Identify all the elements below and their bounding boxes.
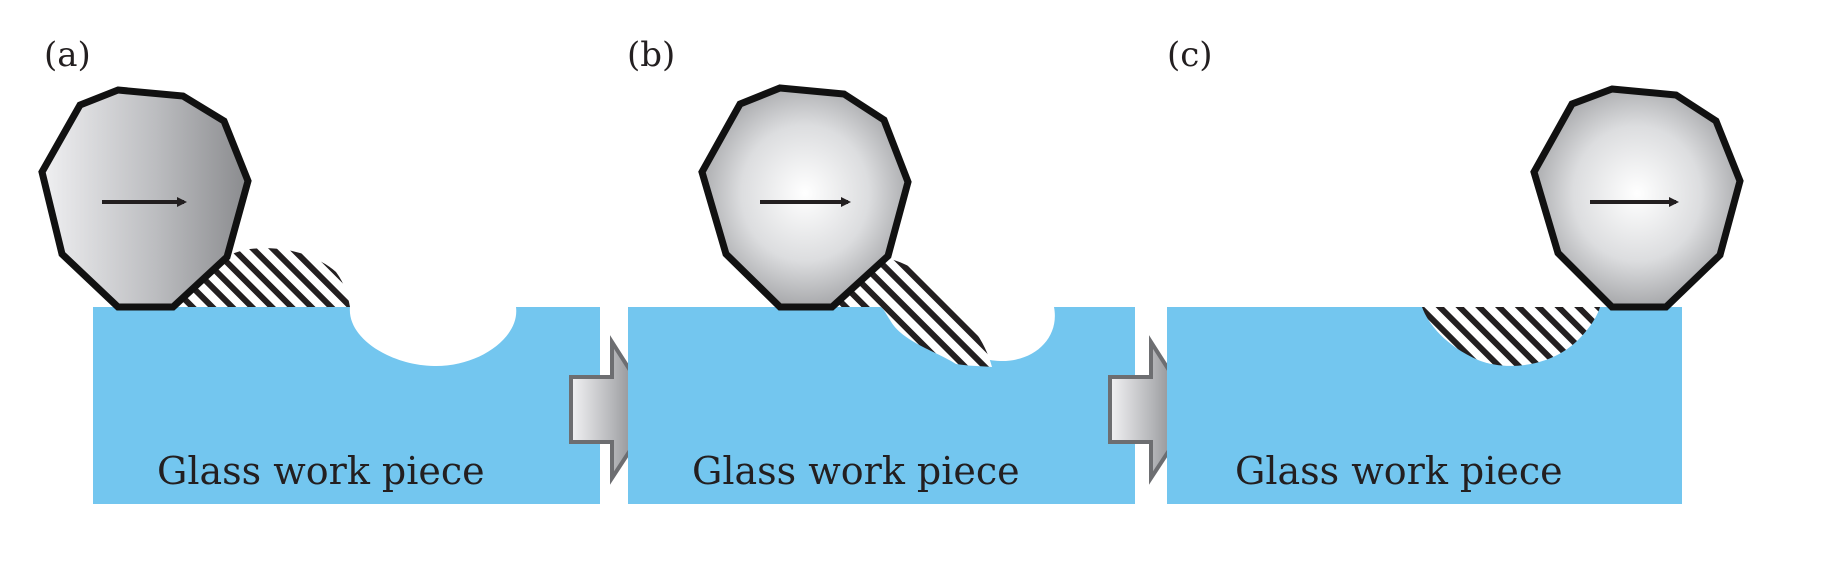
panel-c-label: (c) [1167,35,1213,75]
panel-a: (a) Glass work piece [38,35,600,504]
panel-c: (c) Glass work piece [1167,35,1744,504]
hatched-chip-icon [1422,307,1600,366]
polygon-grinding-tool-icon [698,84,912,311]
panel-b: (b) Glass work piece [627,35,1135,504]
glass-work-piece [93,307,600,504]
polygon-grinding-tool-icon [1530,85,1744,311]
glass-work-piece [1167,307,1682,504]
polygon-grinding-tool-icon [38,86,252,311]
glass-work-piece-label: Glass work piece [1235,449,1563,493]
panel-b-label: (b) [627,35,675,75]
glass-work-piece [628,307,1135,504]
glass-work-piece-label: Glass work piece [157,449,485,493]
panel-a-label: (a) [44,35,91,75]
glass-work-piece-label: Glass work piece [692,449,1020,493]
